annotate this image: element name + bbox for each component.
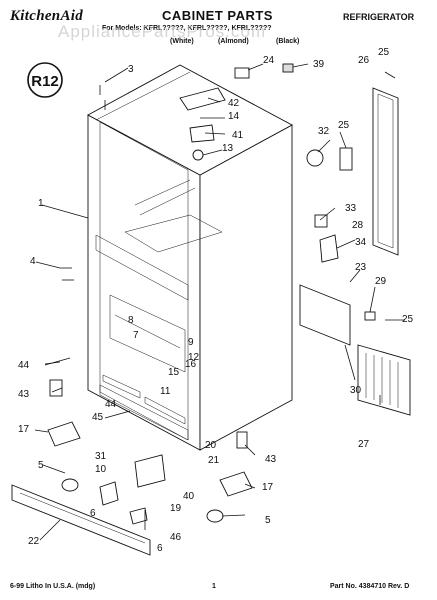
callout-25: 25 (402, 314, 414, 325)
callout-25: 25 (378, 47, 390, 58)
callout-21: 21 (208, 455, 220, 466)
leader-lines (34, 63, 405, 541)
callout-41: 41 (232, 130, 244, 141)
footer-litho: 6-99 Litho In U.S.A. (mdg) (10, 583, 96, 590)
footer-part-no: Part No. 4384710 Rev. D (330, 583, 410, 590)
callout-39: 39 (313, 59, 325, 70)
variant-white: (White) (170, 38, 194, 45)
mounting-plate (299, 284, 351, 346)
grille (357, 344, 411, 416)
callout-5: 5 (38, 460, 44, 471)
callout-15: 15 (168, 367, 180, 378)
callout-labels: 1 3 4 5 5 6 6 7 8 9 10 11 12 13 14 15 16… (18, 47, 414, 554)
callout-44: 44 (18, 360, 30, 371)
callout-11: 11 (160, 386, 171, 397)
callout-17: 17 (18, 424, 30, 435)
screws (44, 85, 146, 530)
callout-16: 16 (185, 359, 197, 370)
variant-black: (Black) (276, 38, 300, 45)
callout-29: 29 (375, 276, 387, 287)
callout-8: 8 (128, 315, 134, 326)
callout-45: 45 (92, 412, 104, 423)
callout-24: 24 (263, 55, 275, 66)
callout-43: 43 (265, 454, 277, 465)
category-label: REFRIGERATOR (343, 12, 415, 22)
callout-4: 4 (30, 256, 36, 267)
callout-1: 1 (38, 198, 44, 209)
small-parts (47, 63, 376, 525)
footer-page: 1 (212, 583, 216, 590)
callout-19: 19 (170, 503, 182, 514)
callout-14: 14 (228, 111, 240, 122)
side-panel (372, 87, 399, 256)
models-line: For Models: KFRL?????, KFRL?????, KFRL??… (102, 25, 272, 32)
callout-42: 42 (228, 98, 240, 109)
callout-6: 6 (90, 508, 96, 519)
callout-34: 34 (355, 237, 367, 248)
callout-26: 26 (358, 55, 370, 66)
callout-20: 20 (205, 440, 217, 451)
page-title: CABINET PARTS (162, 8, 273, 23)
callout-12: 12 (188, 352, 200, 363)
callout-43: 43 (18, 389, 30, 400)
callout-9: 9 (188, 337, 194, 348)
callout-46: 46 (170, 532, 182, 543)
watermark: AppliancePartsPros.com (58, 22, 267, 41)
r12-badge: R12 (27, 62, 63, 98)
base-grille (11, 484, 151, 556)
callout-30: 30 (350, 385, 362, 396)
callout-25: 25 (338, 120, 350, 131)
callout-33: 33 (345, 203, 357, 214)
brand-logo: KitchenAid (10, 8, 84, 24)
callout-31: 31 (95, 451, 107, 462)
callout-32: 32 (318, 126, 330, 137)
callout-10: 10 (95, 464, 107, 475)
callout-23: 23 (355, 262, 367, 273)
callout-6: 6 (157, 543, 163, 554)
callout-27: 27 (358, 439, 370, 450)
callout-5: 5 (265, 515, 271, 526)
callout-3: 3 (128, 64, 134, 75)
cabinet-body (87, 64, 293, 451)
callout-17: 17 (262, 482, 274, 493)
callout-7: 7 (133, 330, 139, 341)
r12-badge-text: R12 (31, 73, 59, 90)
callout-44: 44 (105, 399, 117, 410)
variant-almond: (Almond) (218, 38, 249, 45)
callout-13: 13 (222, 143, 234, 154)
callout-28: 28 (352, 220, 364, 231)
callout-22: 22 (28, 536, 40, 547)
callout-40: 40 (183, 491, 195, 502)
